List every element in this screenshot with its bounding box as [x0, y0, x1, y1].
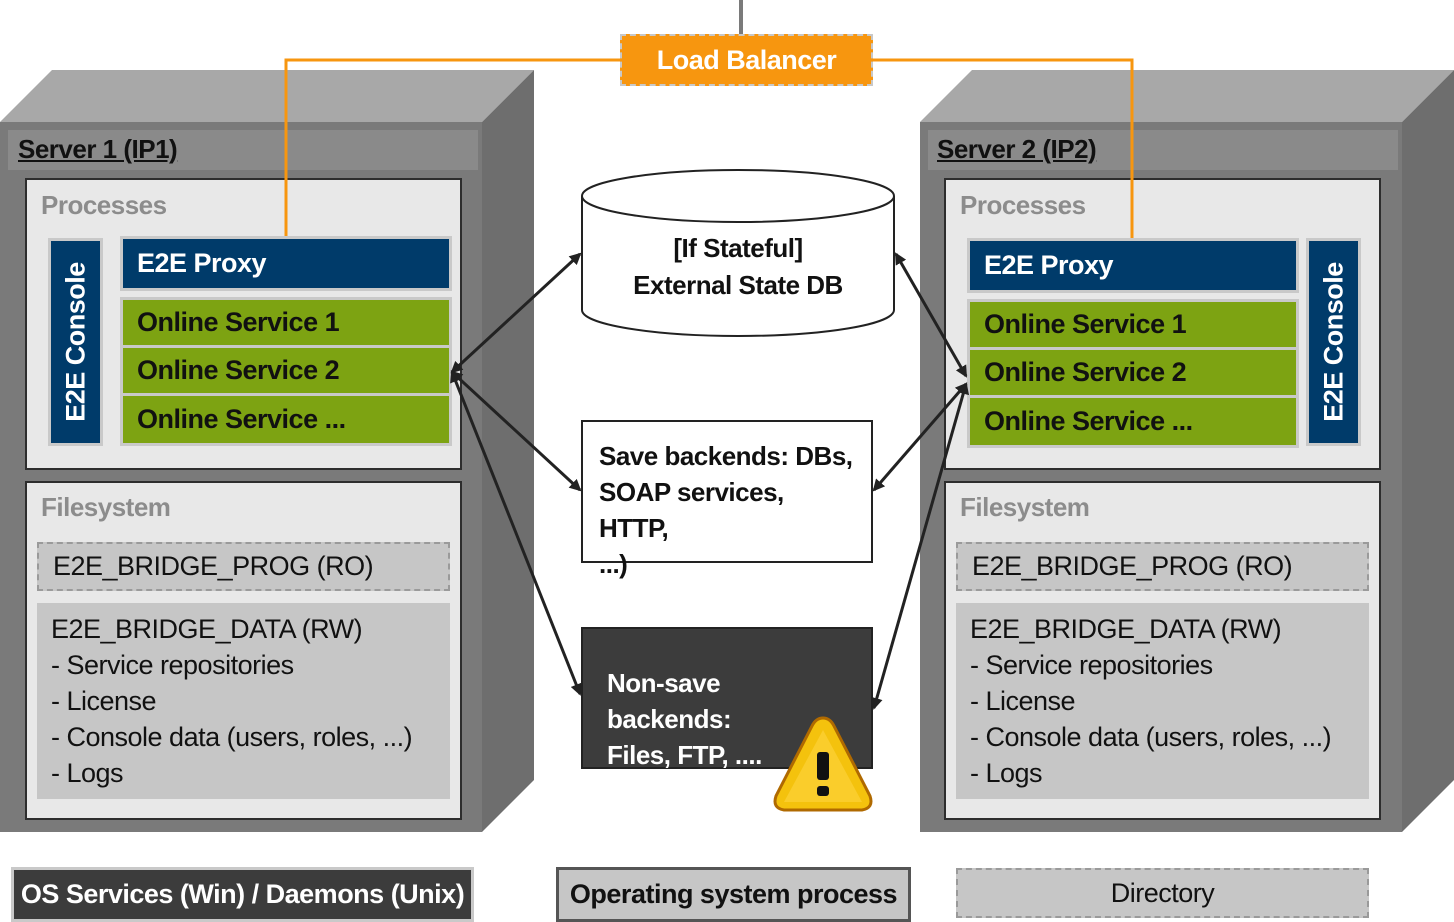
server-2-e2e-proxy[interactable]: E2E Proxy [967, 238, 1299, 293]
server-2-data-dir-item: - Service repositories [970, 650, 1213, 680]
load-balancer[interactable]: Load Balancer [620, 34, 873, 86]
state-db-label[interactable]: [If Stateful] External State DB [582, 230, 894, 304]
server-2-data-dir-title: E2E_BRIDGE_DATA (RW) [970, 614, 1282, 644]
server-1-title: Server 1 (IP1) [18, 134, 178, 164]
legend-os-process: Operating system process [556, 867, 911, 922]
server-2-e2e-console[interactable]: E2E Console [1306, 238, 1361, 446]
nonsave-backends-box[interactable]: Non-save backends: Files, FTP, .... [581, 627, 873, 770]
save-backends-line: Save backends: DBs, [599, 441, 853, 471]
server-1-online-service-2[interactable]: Online Service 2 [120, 345, 452, 396]
server-1-data-dir-title: E2E_BRIDGE_DATA (RW) [51, 614, 363, 644]
server-1-data-dir-item: - Console data (users, roles, ...) [51, 722, 413, 752]
server-1-online-service-more[interactable]: Online Service ... [120, 393, 452, 446]
legend-os-services: OS Services (Win) / Daemons (Unix) [11, 867, 474, 922]
server-1-e2e-proxy[interactable]: E2E Proxy [120, 236, 452, 291]
server-1-processes-label: Processes [41, 190, 167, 220]
server-1-prog-directory[interactable]: E2E_BRIDGE_PROG (RO) [37, 542, 450, 591]
server-1-data-directory[interactable]: E2E_BRIDGE_DATA (RW) - Service repositor… [37, 603, 450, 799]
server-2-title: Server 2 (IP2) [937, 134, 1097, 164]
save-backends-box[interactable]: Save backends: DBs, SOAP services, HTTP,… [581, 420, 873, 579]
server-1-filesystem-label: Filesystem [41, 492, 171, 522]
server-1-online-service-1[interactable]: Online Service 1 [120, 297, 452, 348]
server-2-console-label: E2E Console [1318, 262, 1348, 422]
server-1-data-dir-item: - Service repositories [51, 650, 294, 680]
save-backends-line: SOAP services, HTTP, [599, 477, 784, 543]
server-2-online-service-more[interactable]: Online Service ... [967, 395, 1299, 448]
server-2-prog-directory[interactable]: E2E_BRIDGE_PROG (RO) [956, 542, 1369, 591]
server-1-e2e-console[interactable]: E2E Console [48, 238, 103, 446]
save-backends-line: ...) [599, 549, 628, 579]
server-2-processes-label: Processes [960, 190, 1086, 220]
state-db-line-2: External State DB [633, 270, 843, 300]
server-2-online-service-1[interactable]: Online Service 1 [967, 299, 1299, 350]
server-2-data-dir-item: - Console data (users, roles, ...) [970, 722, 1332, 752]
server-2-filesystem-label: Filesystem [960, 492, 1090, 522]
legend-directory: Directory [956, 868, 1369, 918]
server-1-data-dir-item: - Logs [51, 758, 124, 788]
server-2-data-dir-item: - Logs [970, 758, 1043, 788]
server-2-data-directory[interactable]: E2E_BRIDGE_DATA (RW) - Service repositor… [956, 603, 1369, 799]
server-1-console-label: E2E Console [60, 262, 90, 422]
server-2-data-dir-item: - License [970, 686, 1076, 716]
nonsave-backends-line: Non-save backends: [607, 668, 732, 734]
server-2-online-service-2[interactable]: Online Service 2 [967, 347, 1299, 398]
server-1-data-dir-item: - License [51, 686, 157, 716]
state-db-line-1: [If Stateful] [673, 233, 803, 263]
nonsave-backends-line: Files, FTP, .... [607, 740, 762, 770]
